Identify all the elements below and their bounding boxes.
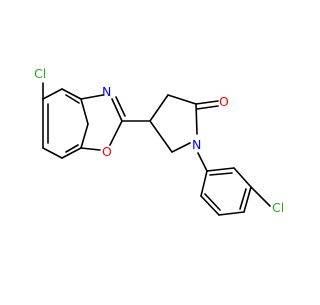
pyrrolidinone-ring [149, 94, 219, 153]
bond-n-aryl [197, 152, 208, 172]
bond-cl2 [250, 186, 271, 207]
atom-cl1: Cl [34, 66, 46, 81]
atom-n-oxazole: N [102, 84, 111, 99]
molecule-canvas: Cl N O O N Cl [34, 66, 284, 216]
atom-cl2: Cl [272, 200, 284, 215]
atom-n-lactam: N [192, 137, 201, 152]
molecule-structure: Cl N O O N Cl [34, 66, 284, 216]
benzene-ring-right [200, 167, 252, 216]
oxazole-ring [80, 94, 126, 151]
atom-o-oxazole: O [102, 144, 112, 159]
benzene-ring-left [42, 88, 89, 159]
atom-o-carbonyl: O [219, 94, 229, 109]
